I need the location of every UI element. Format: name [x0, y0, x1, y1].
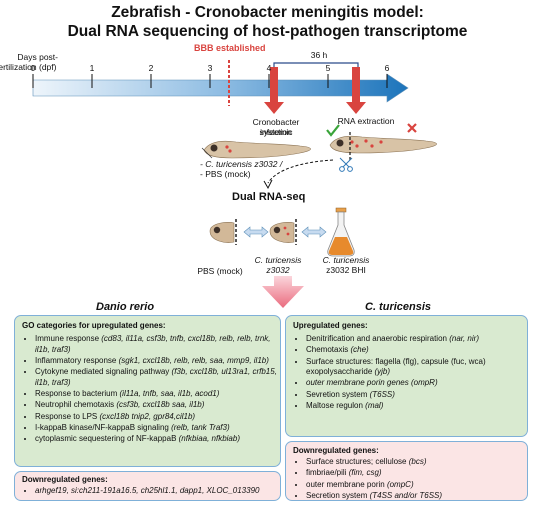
fish-label-2: - PBS (mock) [200, 169, 251, 179]
timeline-arrow [32, 73, 409, 103]
danio-down-box: Downregulated genes: arhgef19, si:ch211-… [14, 471, 281, 501]
title-line-1: Zebrafish - Cronobacter meningitis model… [111, 4, 424, 21]
list-item: Cytokyne mediated signaling pathway (f3b… [35, 367, 280, 388]
list-item: Maltose regulon (mal) [306, 401, 527, 412]
tick-label-2: 2 [148, 63, 154, 73]
infection-label-2: infection [260, 127, 292, 137]
bhi-label-2: z3032 BHI [326, 265, 366, 275]
tick-label-1: 1 [89, 63, 95, 73]
turicensis-up-header: Upregulated genes: [293, 321, 368, 330]
samples-graphic [209, 207, 355, 257]
list-item: Surface structures: flagella (flg), caps… [306, 357, 527, 378]
bbb-label: BBB established [194, 43, 266, 53]
infection-label-1: Cronobacter systemic [252, 117, 300, 137]
list-item: I-kappaB kinase/NF-kappaB signaling (rel… [35, 423, 280, 434]
list-item: Sevretion system (T6SS) [306, 390, 527, 401]
flask-icon [327, 207, 355, 257]
turicensis-down-header: Downregulated genes: [293, 446, 379, 455]
fish-left [201, 140, 311, 159]
timeline-graphic [32, 60, 437, 190]
list-item: Immune response (cd83, il11a, csf3b, tnf… [35, 334, 280, 355]
danio-up-box: GO categories for upregulated genes: Imm… [14, 315, 281, 467]
tick-label-4: 4 [266, 63, 272, 73]
turicensis-sample [269, 221, 295, 243]
tick-label-6: 6 [384, 63, 390, 73]
turicensis-down-box: Downregulated genes: Surface structures;… [285, 441, 528, 501]
list-item: Neutrophil chemotaxis (csf3b, cxcl18b sa… [35, 400, 280, 411]
scissors-icon [339, 157, 353, 172]
turicensis-label-1: C. turicensis [254, 255, 302, 265]
list-item: Secretion system (T4SS and/or T6SS) [306, 491, 527, 502]
compare-arrow-1 [243, 226, 269, 238]
dual-rnaseq-label: Dual RNA-seq [232, 191, 306, 203]
list-item: Denitrification and anaerobic respiratio… [306, 334, 527, 345]
cross-icon [407, 123, 417, 133]
result-arrow [262, 276, 304, 308]
list-item: Inflammatory response (sgk1, cxcl18b, re… [35, 356, 280, 367]
extraction-arrow [346, 67, 366, 114]
compare-arrow-2 [301, 226, 327, 238]
tick-label-5: 5 [325, 63, 331, 73]
mock-label: PBS (mock) [197, 266, 243, 276]
axis-label-days: Days post- [17, 52, 58, 62]
tick-label-3: 3 [207, 63, 213, 73]
list-item: Response to bacterium (il11a, tnfb, saa,… [35, 389, 280, 400]
interval-bracket [273, 62, 359, 68]
mock-sample [209, 221, 235, 243]
rnaseq-arrow [267, 159, 334, 184]
fish-label-1: - C. turicensis z3032 / [200, 159, 283, 169]
list-item: outer membrane porin genes (ompR) [306, 378, 527, 389]
list-item: outer membrane porin (ompC) [306, 480, 527, 491]
interval-label: 36 h [310, 50, 328, 60]
infection-arrow [264, 67, 284, 114]
list-item: arhgef19, si:ch211-191a16.5, ch25hl1.1, … [35, 486, 280, 497]
danio-title: Danio rerio [96, 301, 155, 313]
bhi-label-1: C. turicensis [322, 255, 370, 265]
danio-up-header: GO categories for upregulated genes: [22, 321, 166, 330]
check-icon [326, 124, 340, 137]
danio-up-list: Immune response (cd83, il11a, csf3b, tnf… [15, 334, 280, 445]
tick-label-0: 0 [30, 63, 36, 73]
turicensis-label-2: z3032 [266, 265, 290, 275]
list-item: Surface structures; cellulose (bcs) [306, 457, 527, 468]
axis-label-dpf: fertilization (dpf) [0, 62, 57, 72]
turicensis-up-box: Upregulated genes: Denitrification and a… [285, 315, 528, 437]
extraction-label: RNA extraction [337, 116, 395, 126]
danio-down-header: Downregulated genes: [22, 475, 108, 484]
list-item: fimbriae/pili (fim, csg) [306, 468, 527, 479]
list-item: cytoplasmic sequestering of NF-kappaB (n… [35, 434, 280, 445]
title-line-2: Dual RNA sequencing of host-pathogen tra… [67, 23, 468, 40]
turicensis-title: C. turicensis [365, 301, 432, 313]
list-item: Chemotaxis (che) [306, 345, 527, 356]
list-item: Response to LPS (cxcl18b tnip2, gpr84,ci… [35, 412, 280, 423]
fish-right [329, 132, 437, 160]
